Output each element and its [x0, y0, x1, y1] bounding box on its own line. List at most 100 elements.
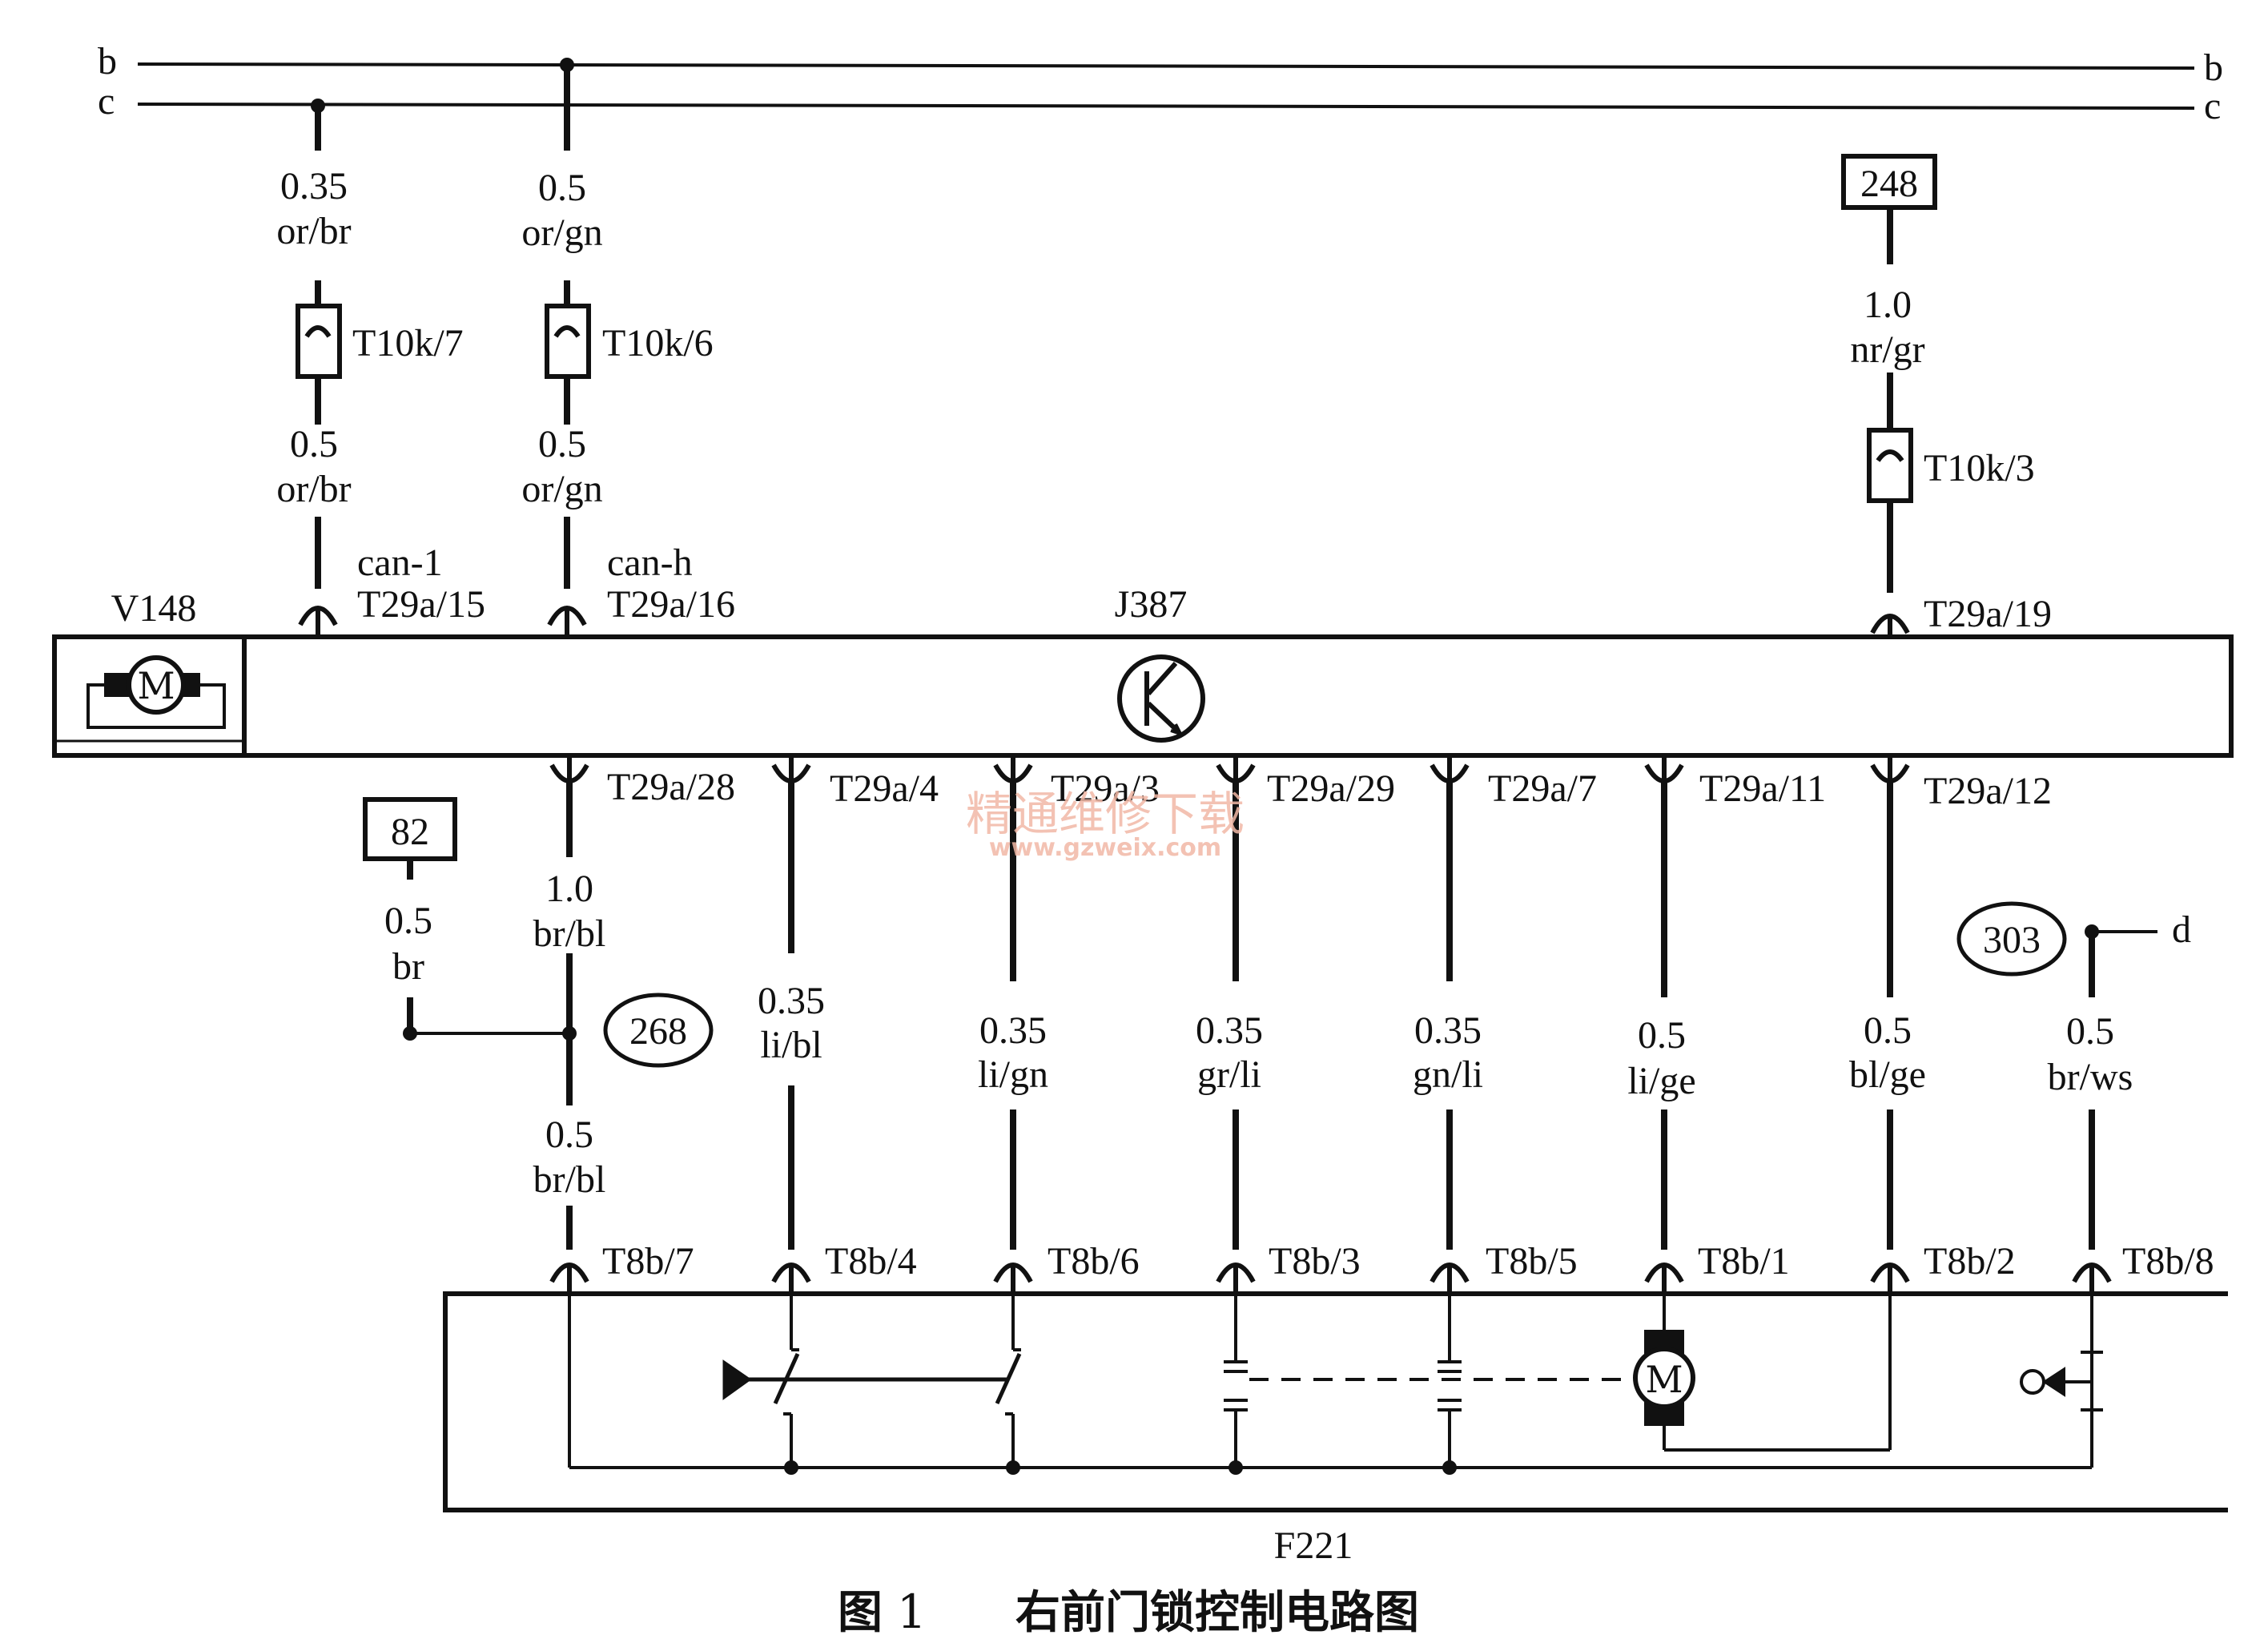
- pin-label: T29a/7: [1488, 767, 1597, 810]
- wire-color: li/ge: [1627, 1060, 1695, 1102]
- svg-text:M: M: [137, 664, 175, 707]
- wire-size: 1.0: [545, 868, 593, 910]
- internal-wiring: [568, 1294, 2093, 1469]
- wire-color: or/br: [276, 468, 351, 510]
- junction-dot: [1006, 1460, 1020, 1475]
- module-j387-box: [52, 634, 2234, 758]
- wire-color: or/gn: [521, 211, 602, 254]
- splice-268: [603, 993, 714, 1068]
- bus-b-label-left: b: [98, 40, 117, 83]
- wire-size: 0.5: [290, 423, 338, 465]
- splice-number: 268: [629, 1010, 687, 1053]
- wire-color: li/gn: [978, 1053, 1048, 1096]
- wire-size: 0.35: [1414, 1009, 1482, 1052]
- bus-b-line: [137, 62, 2195, 70]
- pin-label: T29a/19: [1924, 593, 2052, 635]
- wire-color: nr/gr: [1850, 328, 1924, 371]
- wire-size: 0.5: [1638, 1014, 1686, 1057]
- bus-c-label-right: c: [2204, 85, 2221, 127]
- bus-c-label-left: c: [98, 80, 115, 123]
- pin-connector-icon: [547, 606, 587, 626]
- wire-size: 0.35: [979, 1009, 1047, 1052]
- wire-size: 0.35: [280, 165, 348, 207]
- pin-label: T8b/1: [1698, 1240, 1790, 1283]
- wire-color: br/bl: [533, 1158, 606, 1201]
- motor-label: V148: [111, 587, 197, 630]
- fuse-label: T10k/3: [1924, 447, 2035, 489]
- watermark-text: 精通维修下载: [966, 787, 1245, 841]
- watermark-url: www.gzweix.com: [989, 834, 1221, 862]
- fuse-connector-icon: [296, 304, 342, 379]
- wire-size: 0.5: [545, 1113, 593, 1156]
- wire-size: 0.35: [758, 980, 825, 1022]
- wire-color: br/ws: [2048, 1056, 2133, 1098]
- module-label: F221: [1274, 1524, 1353, 1567]
- pin-label: T29a/29: [1267, 767, 1395, 810]
- pin-label: T29a/28: [607, 766, 735, 808]
- wire-color: or/br: [276, 210, 351, 252]
- wire-size: 0.5: [2066, 1010, 2114, 1053]
- transistor-icon: [1117, 654, 1205, 743]
- junction-dot: [403, 1026, 417, 1041]
- pin-connector-icon: [1870, 1262, 1910, 1283]
- pin-label: T8b/8: [2122, 1240, 2214, 1283]
- bus-lines: [137, 62, 2195, 110]
- pin-connector-icon: [771, 1262, 811, 1283]
- wire-color: li/bl: [760, 1024, 822, 1066]
- pin-label: T29a/3: [1051, 767, 1160, 810]
- wire-color: br/bl: [533, 912, 606, 955]
- fuse-connector-icon: [1867, 428, 1913, 503]
- pin-connector-icon: [1644, 1262, 1684, 1283]
- pin-connector-icon: [2072, 1262, 2112, 1283]
- contact-switch-icon: [1224, 1360, 1462, 1411]
- pin-label: T29a/11: [1699, 767, 1826, 810]
- module-label: J387: [1115, 583, 1188, 626]
- pin-connector-icon: [1870, 614, 1910, 634]
- motor-icon: M: [1633, 1330, 1695, 1426]
- fuse-label: T10k/6: [602, 322, 714, 364]
- bus-c-line: [137, 103, 2195, 110]
- pin-label: T29a/4: [830, 767, 939, 810]
- figure-label: 图: [838, 1587, 883, 1635]
- pin-label: T8b/4: [825, 1240, 917, 1283]
- ref-number: 82: [391, 811, 429, 853]
- svg-text:M: M: [1645, 1358, 1683, 1401]
- pin-label: T8b/3: [1269, 1240, 1361, 1283]
- pin-label: T8b/6: [1048, 1240, 1140, 1283]
- pin-connector-icon: [549, 1262, 589, 1283]
- figure-number: 1: [897, 1585, 927, 1635]
- junction-dot: [1228, 1460, 1243, 1475]
- bus-b-label-right: b: [2204, 46, 2223, 89]
- wire-size: 1.0: [1864, 284, 1912, 326]
- pin-label: T29a/12: [1924, 770, 2052, 812]
- pin-label: T8b/2: [1924, 1240, 2016, 1283]
- pin-label: T29a/16: [607, 583, 735, 626]
- wire-color: gr/li: [1197, 1053, 1261, 1096]
- junction-dot: [1442, 1460, 1457, 1475]
- wire-size: 0.5: [384, 900, 432, 942]
- ref-number: 248: [1860, 163, 1918, 205]
- motor-icon: M: [86, 655, 226, 729]
- fuse-connector-icon: [545, 304, 591, 379]
- wire-color: or/gn: [521, 468, 602, 510]
- lock-switch-icon: [722, 1348, 1022, 1416]
- pin-connector-icon: [298, 606, 338, 626]
- wire-size: 0.35: [1196, 1009, 1263, 1052]
- module-f221-box: [443, 1291, 2228, 1512]
- branch-label: d: [2172, 908, 2191, 951]
- push-switch-icon: [2020, 1351, 2103, 1411]
- splice-number: 303: [1983, 919, 2041, 961]
- pin-connector-icon: [1216, 1262, 1256, 1283]
- splice-303: [1956, 901, 2067, 977]
- signal-label: can-1: [357, 542, 443, 584]
- pin-connector-icon: [1430, 1262, 1470, 1283]
- pin-label: T8b/5: [1486, 1240, 1578, 1283]
- fuse-label: T10k/7: [352, 322, 464, 364]
- signal-label: can-h: [607, 542, 693, 584]
- wire-color: bl/ge: [1849, 1053, 1926, 1096]
- pin-connector-icon: [993, 1262, 1033, 1283]
- wire-color: br: [392, 945, 424, 988]
- pin-label: T29a/15: [357, 583, 485, 626]
- wire-color: gn/li: [1413, 1053, 1483, 1096]
